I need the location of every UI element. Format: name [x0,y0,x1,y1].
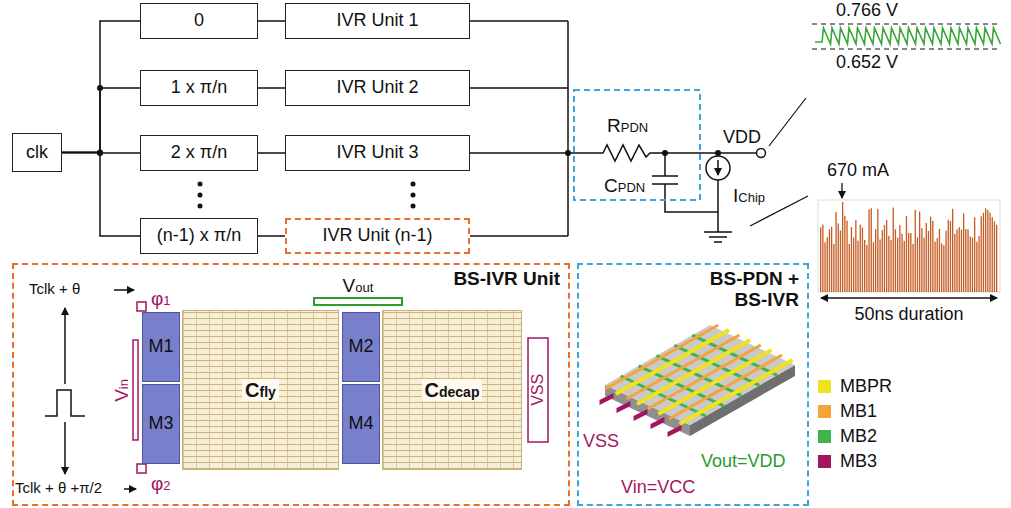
connector [258,87,285,89]
clock-box: clk [12,133,62,172]
node-label: BS-IVR Unit [453,269,560,290]
ellipsis-dots [198,182,416,209]
flying-capacitor: Cfly [182,310,339,470]
time-span-label: 50ns duration [853,305,964,325]
legend-text: MB3 [840,451,877,472]
legend-entry: MB2 [818,426,877,447]
phase-box: (n-1) x π/n [140,218,258,254]
ground-pin: VSS [529,373,547,407]
ivr-unit-box: IVR Unit 2 [285,70,470,106]
current-waveform [818,183,1000,298]
connector [258,235,285,237]
node-label: IVR Unit 2 [336,78,418,98]
bs-ivr-panel: BS-IVR UnitM1M3 Cfly M2M4 Cdecap [12,263,570,506]
voltage-value: 0.652 V [835,53,899,73]
output-pin: Vout [342,276,375,297]
ivr-layout [45,290,548,489]
node-label: 2 x π/n [171,143,227,163]
node-label: BS-PDN + BS-IVR [679,269,799,311]
phase-timing: Tclk + θ [28,281,81,298]
ivr-unit-box: IVR Unit 1 [285,3,470,39]
phase-box: 1 x π/n [140,70,258,106]
input-rail-label: Vin=VCC [620,478,696,498]
node-label: M1 [148,337,173,357]
phase-box: 0 [140,3,258,39]
legend-swatch [818,380,831,393]
pdn-3d-illustration [600,325,796,437]
legend-swatch [818,455,831,468]
connector [62,153,140,237]
phase-timing: Tclk + θ +π/2 [14,480,103,497]
legend-entry: MB3 [818,451,877,472]
legend-text: MB1 [840,401,877,422]
node-label: (n-1) x π/n [157,226,241,246]
vdd-terminal [757,149,766,158]
capacitor-label: CPDN [603,176,646,197]
node-label: M4 [348,414,373,434]
connector [62,88,140,153]
junction-dot [97,150,103,156]
legend-swatch [818,405,831,418]
connector [258,152,285,154]
legend-entry: MBPR [818,376,892,397]
node-label: clk [26,143,48,163]
voltage-waveform [812,24,1001,49]
phase-pin: φ1 [150,289,172,310]
node-label: IVR Unit (n-1) [322,226,432,246]
node-label: IVR Unit 3 [336,143,418,163]
connector [258,20,285,22]
legend-swatch [818,430,831,443]
ivr-unit-box: IVR Unit (n-1) [285,218,470,254]
node-label: IVR Unit 1 [336,11,418,31]
node-label: 0 [194,11,204,31]
terminal-label: VDD [722,128,762,148]
current-source-label: IChip [732,186,766,207]
junction-dot [97,85,103,91]
resistor-label: RPDN [606,116,649,137]
connector [62,21,140,153]
legend-text: MBPR [840,376,892,397]
transistor-block: M1 [142,312,180,382]
legend-text: MB2 [840,426,877,447]
node-label: M3 [148,414,173,434]
pdn-dashed-box [574,90,700,200]
output-bus [470,21,756,242]
node-label: Cfly [242,379,279,401]
ivr-unit-box: IVR Unit 3 [285,135,470,171]
ground-pin: VSS [582,432,620,452]
voltage-value: 0.766 V [835,1,899,21]
current-value: 670 mA [826,161,890,181]
leader-line [769,98,806,146]
transistor-block: M3 [142,384,180,464]
decap-capacitor: Cdecap [382,310,522,470]
legend-entry: MB1 [818,401,877,422]
transistor-block: M2 [342,312,380,382]
output-rail-label: Vout=VDD [700,452,787,472]
junction-dot [97,150,103,156]
node-label: Cdecap [422,379,483,401]
node-label: 1 x π/n [171,78,227,98]
phase-box: 2 x π/n [140,135,258,171]
node-label: M2 [348,337,373,357]
transistor-block: M4 [342,384,380,464]
input-pin: Vin [112,378,133,403]
phase-pin: φ2 [150,474,172,495]
